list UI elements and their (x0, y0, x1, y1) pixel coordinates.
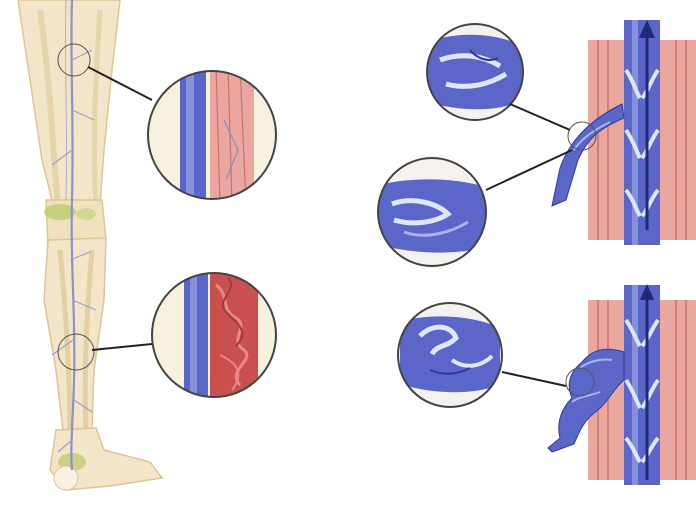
leader-line-lower (92, 344, 152, 350)
leader-line-top (510, 104, 570, 130)
varicose-vein-detail (140, 270, 290, 400)
thigh (18, 0, 120, 212)
vein-with-valves-failed (548, 284, 696, 485)
valve-failed-detail (395, 300, 566, 410)
leg-anatomy (18, 0, 162, 490)
healthy-vein-detail (140, 65, 290, 205)
leader-line-bottom (502, 372, 566, 386)
valve-closed-detail (370, 150, 572, 280)
vein-with-valves-healthy (552, 20, 696, 245)
valve-open-detail (420, 20, 570, 130)
